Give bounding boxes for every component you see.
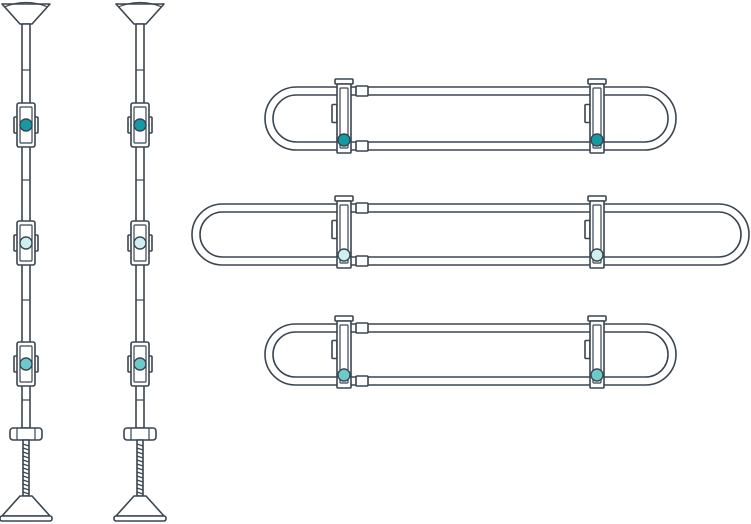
pole-clamp [128,342,152,386]
pole-clamp [128,221,152,265]
bar-clamp-dot [591,369,603,381]
pole-clamp [14,103,38,147]
bar-clamp-dot [338,134,350,146]
bar-long-middle [192,196,749,268]
clamp-dot [20,119,32,131]
poles-group [0,3,166,522]
pole-foot-base [114,516,166,521]
pole-top-cap [2,4,50,24]
bar-loop-inner [200,212,741,257]
bar-collar-bottom [356,141,368,151]
pole-clamp [128,103,152,147]
pole-foot [116,496,164,516]
bar-collar-bottom [356,376,368,386]
bar-short-top [265,79,676,153]
bar-collar-top [356,323,368,333]
bar-collar-top [356,203,368,213]
pole-foot-base [0,516,52,521]
pole-nut [10,428,42,440]
bar-collar-top [356,86,368,96]
clamp-dot [134,119,146,131]
pole-clamp [14,342,38,386]
pole-top-cap [116,4,164,24]
clamp-dot [134,358,146,370]
bar-clamp-dot [591,134,603,146]
pole-left [0,3,52,522]
bar-collar-bottom [356,256,368,266]
clamp-dot [20,358,32,370]
pole-right [114,3,166,522]
pole-nut [124,428,156,440]
bar-clamp-dot [338,249,350,261]
bars-group [192,79,749,388]
bar-clamp-dot [338,369,350,381]
clamp-dot [134,237,146,249]
pole-clamp [14,221,38,265]
bar-short-bottom [265,316,676,388]
clamp-dot [20,237,32,249]
bar-clamp-dot [591,249,603,261]
pole-foot [2,496,50,516]
